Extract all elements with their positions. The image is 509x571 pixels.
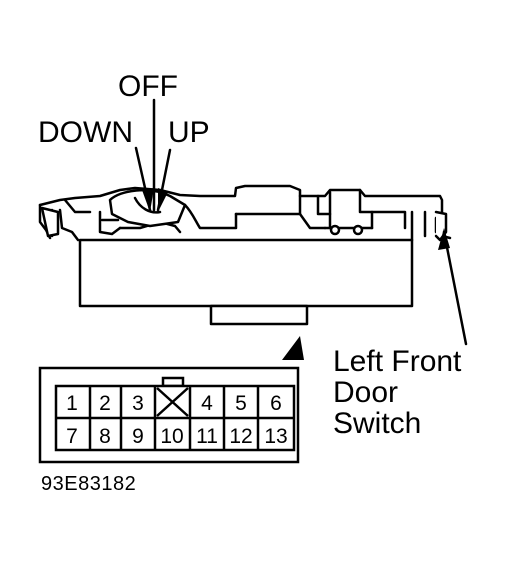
connector-boss bbox=[209, 304, 309, 326]
pin-11: 11 bbox=[196, 425, 218, 448]
component-label-line-2: Door bbox=[333, 376, 399, 409]
pin-7: 7 bbox=[66, 425, 78, 448]
pin-13: 13 bbox=[264, 425, 287, 448]
pin-10: 10 bbox=[160, 425, 183, 448]
left-clip bbox=[40, 206, 60, 238]
pin-1: 1 bbox=[66, 392, 78, 415]
off-label: OFF bbox=[118, 70, 178, 103]
pin-2: 2 bbox=[99, 392, 111, 415]
pin-5: 5 bbox=[235, 392, 247, 415]
up-arrowhead bbox=[158, 188, 168, 212]
callout-leader-line bbox=[442, 230, 468, 346]
down-label: DOWN bbox=[38, 116, 133, 149]
switch-body bbox=[78, 238, 414, 308]
pin-6: 6 bbox=[270, 392, 282, 415]
pin-12: 12 bbox=[229, 425, 252, 448]
pin-8: 8 bbox=[99, 425, 111, 448]
component-label-line-1: Left Front bbox=[333, 345, 462, 378]
up-label: UP bbox=[168, 116, 210, 149]
figure-id: 93E83182 bbox=[41, 473, 137, 495]
connector-view-arrow bbox=[282, 336, 304, 360]
component-label: Left Front Door Switch bbox=[333, 346, 461, 439]
down-arrowhead bbox=[142, 188, 154, 212]
pin-3: 3 bbox=[132, 392, 144, 415]
callout-arrowhead bbox=[438, 228, 450, 250]
pin-9: 9 bbox=[132, 425, 144, 448]
pin-4: 4 bbox=[201, 392, 213, 415]
component-label-line-3: Switch bbox=[333, 407, 422, 440]
